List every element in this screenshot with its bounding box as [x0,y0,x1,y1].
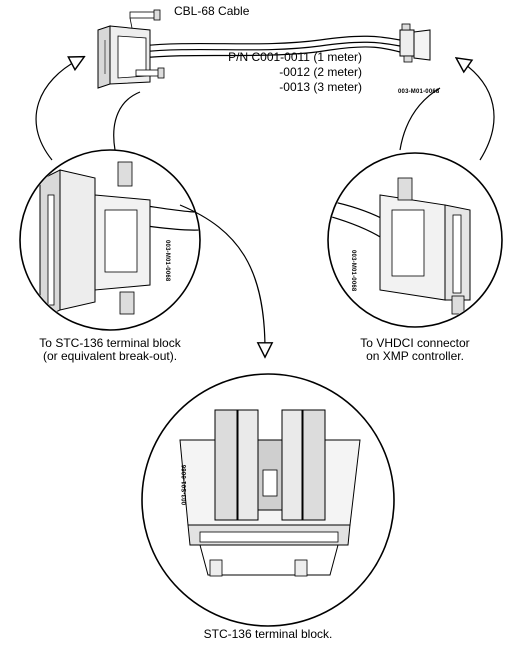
cable-ref-code: 003-M01-0068 [398,89,440,95]
cable-illustration [97,9,431,89]
detail-left-caption-line-2: (or equivalent break-out). [42,349,178,363]
part-number-line-3: -0013 (3 meter) [279,80,362,94]
terminal-block-caption: STC-136 terminal block. [203,627,333,641]
detail-right-caption-line-2: on XMP controller. [366,349,464,363]
terminal-block-ref-code: 003-S01-0066 [182,464,188,505]
detail-right-ref-code: 003-M01-0068 [350,250,356,292]
detail-left-caption-line-1: To STC-136 terminal block [39,336,181,350]
connection-arrows [35,60,495,350]
vhdci-connector [399,23,431,63]
terminal-block-illustration [141,373,395,627]
detail-right-illustration [327,152,503,328]
large-connector [97,9,165,89]
part-number-line-1: P/N C001-0011 (1 meter) [228,50,362,64]
detail-right-caption-line-1: To VHDCI connector [360,336,470,350]
part-number-line-2: -0012 (2 meter) [279,65,362,79]
detail-left-illustration [19,149,201,331]
cable-title: CBL-68 Cable [174,4,250,18]
detail-left-ref-code: 003-M01-0068 [164,240,170,282]
